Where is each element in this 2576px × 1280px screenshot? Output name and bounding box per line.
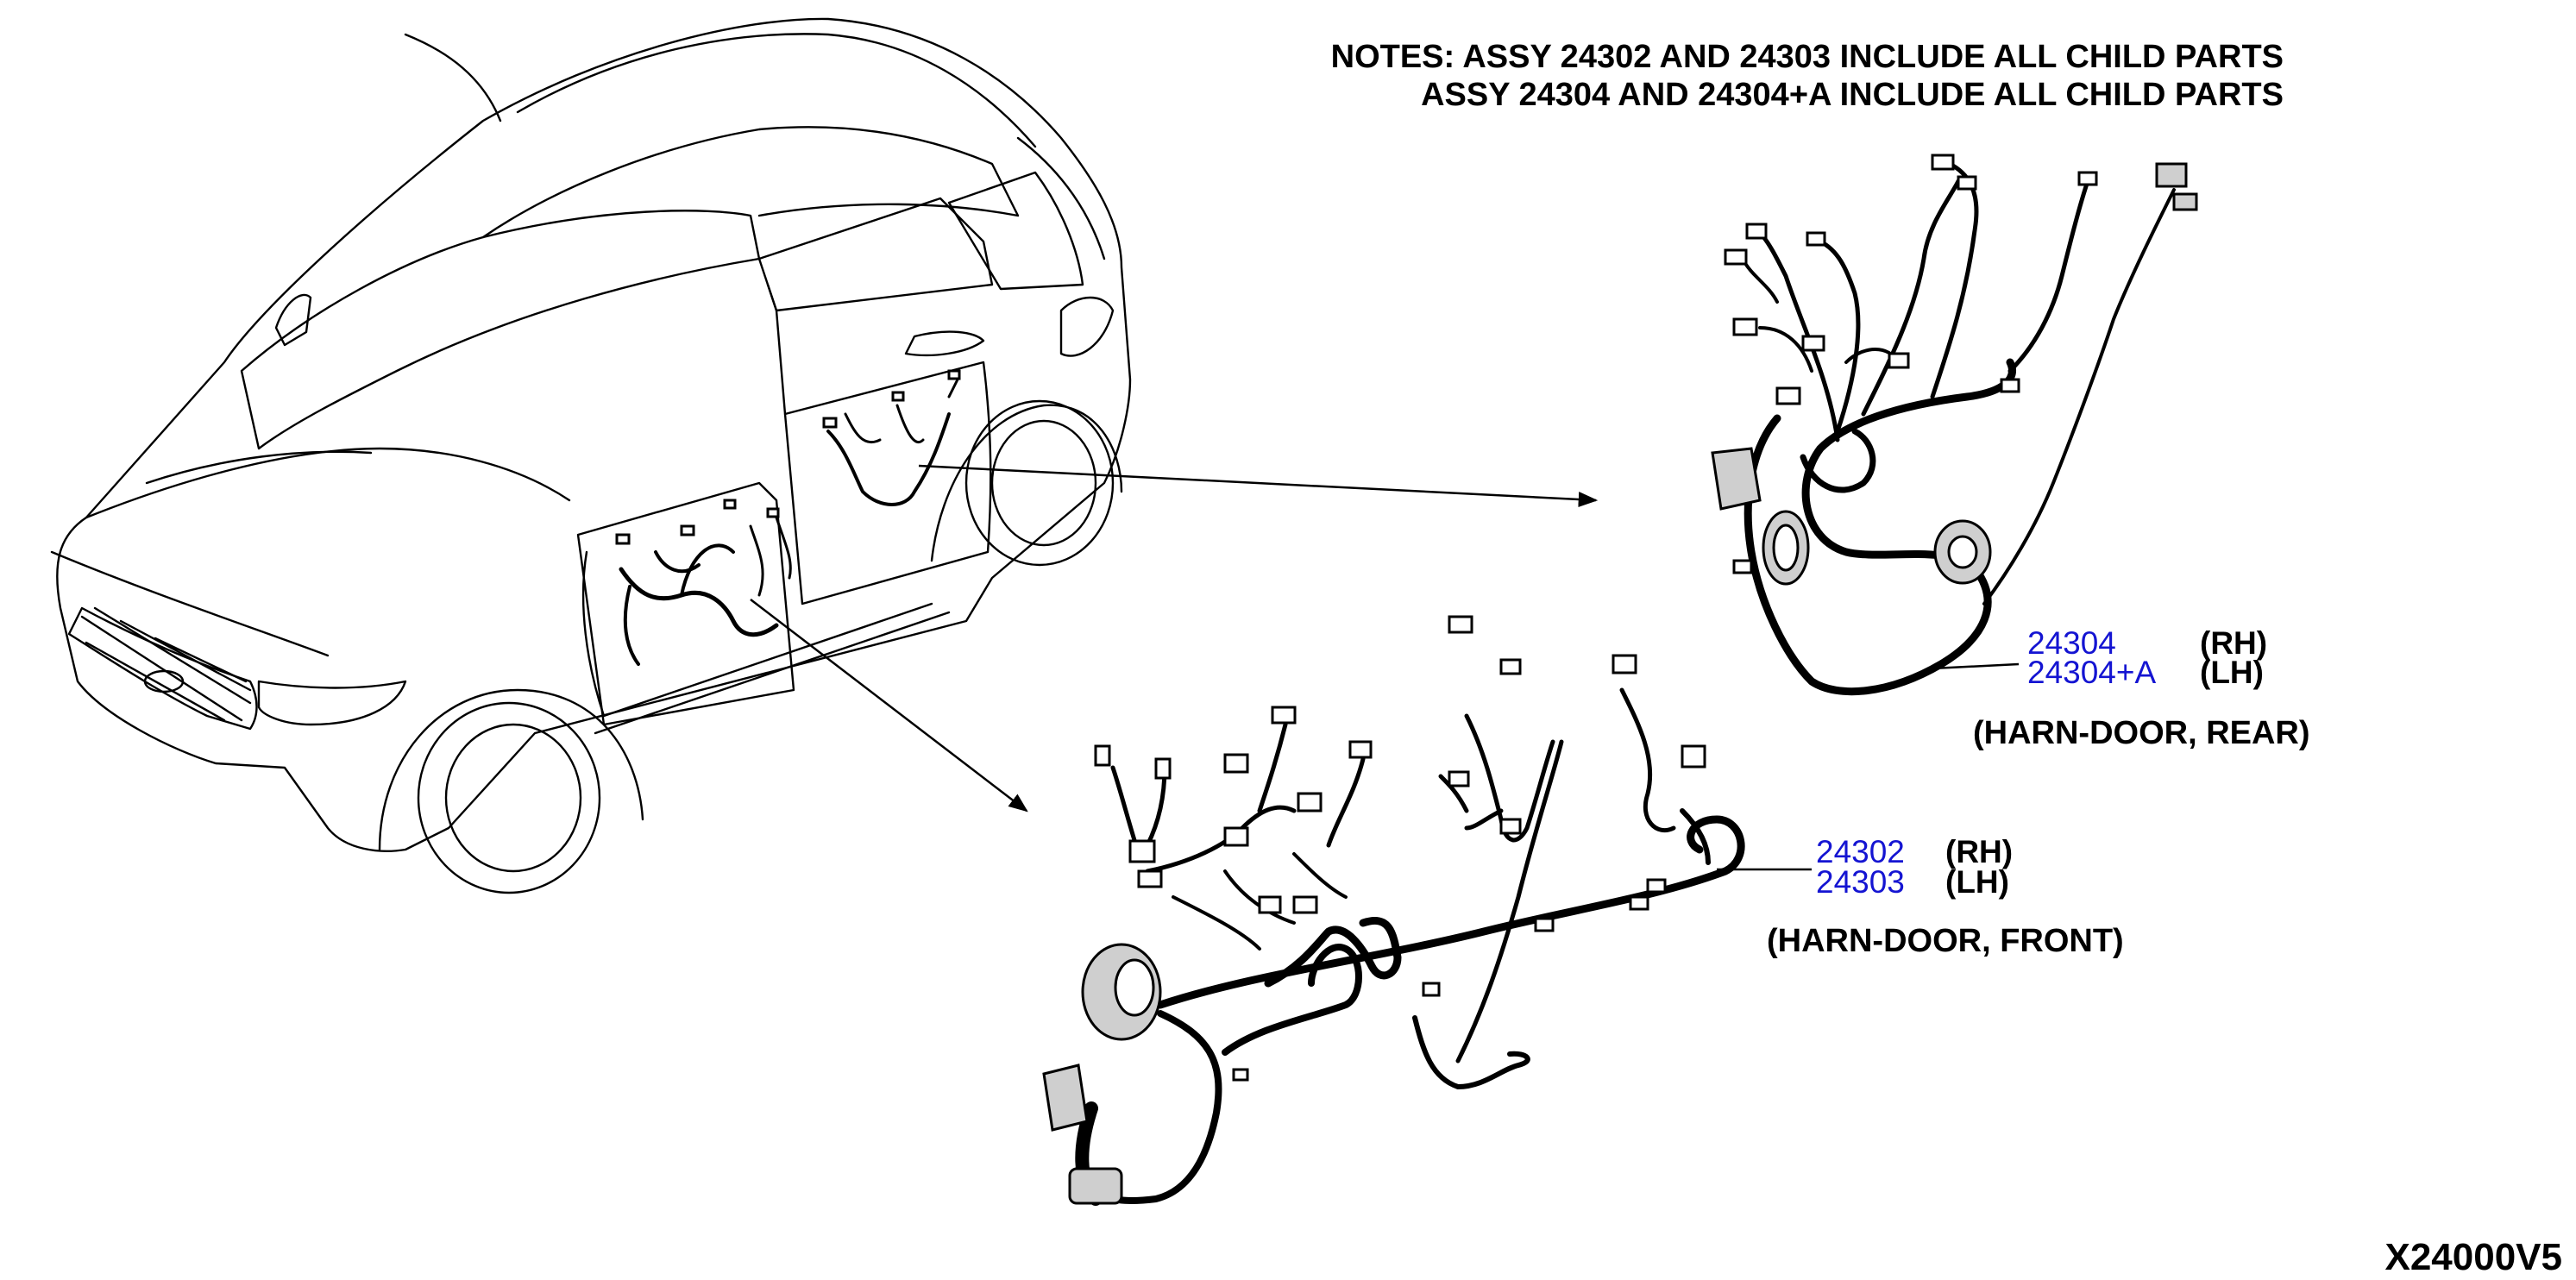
front-door-harness-drawing [1042,615,1745,1206]
arrow-to-front-harness [750,599,1028,813]
part-link-24302[interactable]: 24302 [1816,834,1905,869]
rear-door-harness-drawing [1711,154,2198,696]
side-label-lh: (LH) [2200,655,2264,690]
diagram-code: X24000V5 [2384,1236,2562,1278]
part-link-24303[interactable]: 24303 [1816,864,1905,900]
rear-part-callout: 24304 (RH) 24304+A (LH) (HARN-DOOR, REAR… [1973,625,2310,751]
vehicle-front-door-harness [615,499,792,666]
side-label-lh: (LH) [1945,864,2009,900]
front-part-callout: 24302 (RH) 24303 (LH) (HARN-DOOR, FRONT) [1767,834,2124,959]
part-link-24304[interactable]: 24304 [2027,625,2116,661]
arrow-to-rear-harness [918,464,1599,507]
rear-callout-leader [1932,662,2020,670]
rear-harness-caption: (HARN-DOOR, REAR) [1973,715,2310,751]
part-link-24304-a[interactable]: 24304+A [2027,655,2156,690]
assembly-notes: NOTES: ASSY 24302 AND 24303 INCLUDE ALL … [1331,39,2284,113]
side-label-rh: (RH) [1945,834,2013,869]
front-harness-caption: (HARN-DOOR, FRONT) [1767,923,2124,959]
note-line-1: NOTES: ASSY 24302 AND 24303 INCLUDE ALL … [1331,39,2284,75]
vehicle-illustration [50,17,1132,894]
vehicle-rear-door-harness [822,369,961,506]
note-line-2: ASSY 24304 AND 24304+A INCLUDE ALL CHILD… [1421,77,2284,113]
side-label-rh: (RH) [2200,625,2267,661]
